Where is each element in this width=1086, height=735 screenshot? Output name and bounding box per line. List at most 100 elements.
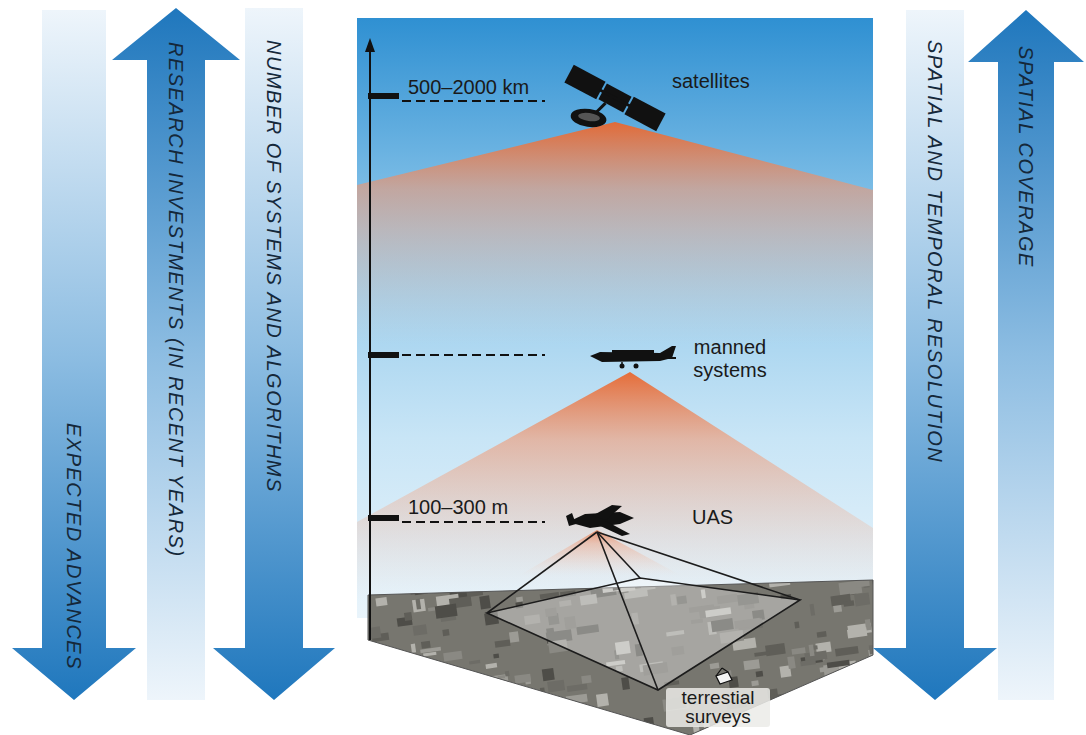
ground-texture — [540, 687, 546, 699]
ground-texture — [620, 719, 640, 729]
ground-texture — [621, 677, 630, 690]
ground-texture — [567, 684, 588, 692]
ground-texture — [759, 728, 778, 735]
ground-texture — [581, 675, 592, 684]
ground-texture — [391, 697, 406, 704]
ground-texture — [725, 579, 735, 584]
arrow-body — [968, 10, 1084, 700]
plane-icon — [590, 346, 676, 369]
ground-texture — [442, 731, 449, 735]
ground-texture — [835, 646, 859, 657]
ground-texture — [436, 690, 455, 705]
ground-texture — [384, 579, 409, 588]
ground-texture — [754, 651, 770, 657]
ground-texture — [494, 679, 505, 693]
platform-label: satellites — [672, 70, 750, 93]
ground-texture — [493, 654, 499, 659]
altitude-label: 500–2000 km — [408, 76, 529, 99]
ground-texture — [415, 599, 421, 610]
ground-texture — [457, 683, 469, 695]
ground-texture — [814, 683, 835, 698]
ground-texture — [777, 691, 803, 707]
ground-texture — [509, 631, 519, 642]
platform-label: manned systems — [678, 336, 782, 382]
ground-texture — [505, 728, 519, 735]
ground-texture — [460, 583, 484, 591]
ground-texture — [826, 704, 833, 712]
ground-texture — [625, 733, 630, 735]
arrow-label: SPATIAL AND TEMPORAL RESOLUTION — [924, 40, 946, 463]
ground-texture — [766, 734, 774, 735]
ground-texture — [856, 577, 870, 587]
ground-texture — [797, 715, 820, 729]
arrow-label: SPATIAL COVERAGE — [1015, 46, 1037, 268]
ground-texture — [489, 690, 508, 699]
ground-texture — [479, 595, 491, 609]
ground-texture — [383, 655, 398, 665]
ground-texture — [847, 627, 867, 638]
ground-texture — [432, 690, 455, 696]
uas-icon — [566, 505, 634, 536]
ground-texture — [710, 663, 720, 670]
ground-texture — [743, 659, 760, 670]
ground-texture — [787, 656, 796, 669]
arrow-body — [213, 8, 335, 700]
ground-texture — [857, 721, 881, 735]
ground-texture — [843, 600, 854, 606]
ground-texture — [421, 579, 430, 591]
ground-texture — [751, 680, 759, 686]
satellite-icon — [548, 65, 665, 162]
ground-texture — [814, 691, 820, 698]
uas-footprint — [487, 532, 800, 690]
arrow-label: NUMBER OF SYSTEMS AND ALGORITHMS — [263, 40, 285, 493]
ground-texture — [421, 641, 431, 649]
ground-texture — [485, 663, 497, 669]
ground-texture — [516, 725, 537, 732]
ground-texture — [399, 693, 414, 703]
ground-texture — [375, 597, 387, 607]
ground-texture — [495, 700, 506, 710]
ground-texture — [840, 697, 854, 707]
platform-label: UAS — [692, 506, 733, 529]
ground-texture — [439, 695, 451, 700]
arrow-label: RESEARCH INVESTMENTS (IN RECENT YEARS) — [165, 42, 187, 558]
ground-texture — [790, 693, 810, 705]
ground-texture — [592, 728, 601, 735]
gradient-arrow: SPATIAL COVERAGE — [968, 10, 1084, 700]
ground-texture — [460, 709, 472, 720]
ground-texture — [443, 651, 462, 662]
ground-texture — [469, 660, 480, 665]
ground-texture — [846, 703, 859, 709]
ground-texture — [412, 599, 426, 613]
ground-texture — [563, 718, 584, 732]
ground-texture — [431, 700, 455, 709]
ground-texture — [854, 593, 870, 607]
ground-texture — [484, 708, 492, 712]
ground-texture — [484, 674, 509, 690]
arrow-label: EXPECTED ADVANCES — [63, 423, 85, 670]
ground-texture — [809, 706, 823, 718]
ground-texture — [379, 660, 403, 674]
platform-label: terrestial surveys — [666, 688, 770, 727]
ground-texture — [756, 671, 764, 678]
ground-texture — [472, 697, 492, 708]
arrow-body — [873, 10, 997, 700]
ground-texture — [862, 675, 872, 682]
ground-texture — [519, 726, 537, 733]
ground-texture — [601, 714, 608, 723]
ground-texture — [413, 624, 428, 635]
ground-texture — [482, 699, 502, 707]
ground-photo — [368, 576, 895, 735]
ground-texture — [596, 693, 609, 707]
ground-texture — [471, 675, 478, 682]
ground-texture — [547, 680, 565, 693]
ground-texture — [794, 621, 799, 628]
ground-texture — [562, 702, 571, 714]
ground-texture — [856, 701, 881, 710]
terrestrial-instrument — [716, 668, 732, 684]
ground-texture — [431, 577, 453, 583]
ground-texture — [868, 681, 877, 692]
gradient-arrow: RESEARCH INVESTMENTS (IN RECENT YEARS) — [112, 8, 240, 700]
ground-texture — [442, 629, 449, 636]
gradient-arrow: EXPECTED ADVANCES — [12, 10, 136, 700]
